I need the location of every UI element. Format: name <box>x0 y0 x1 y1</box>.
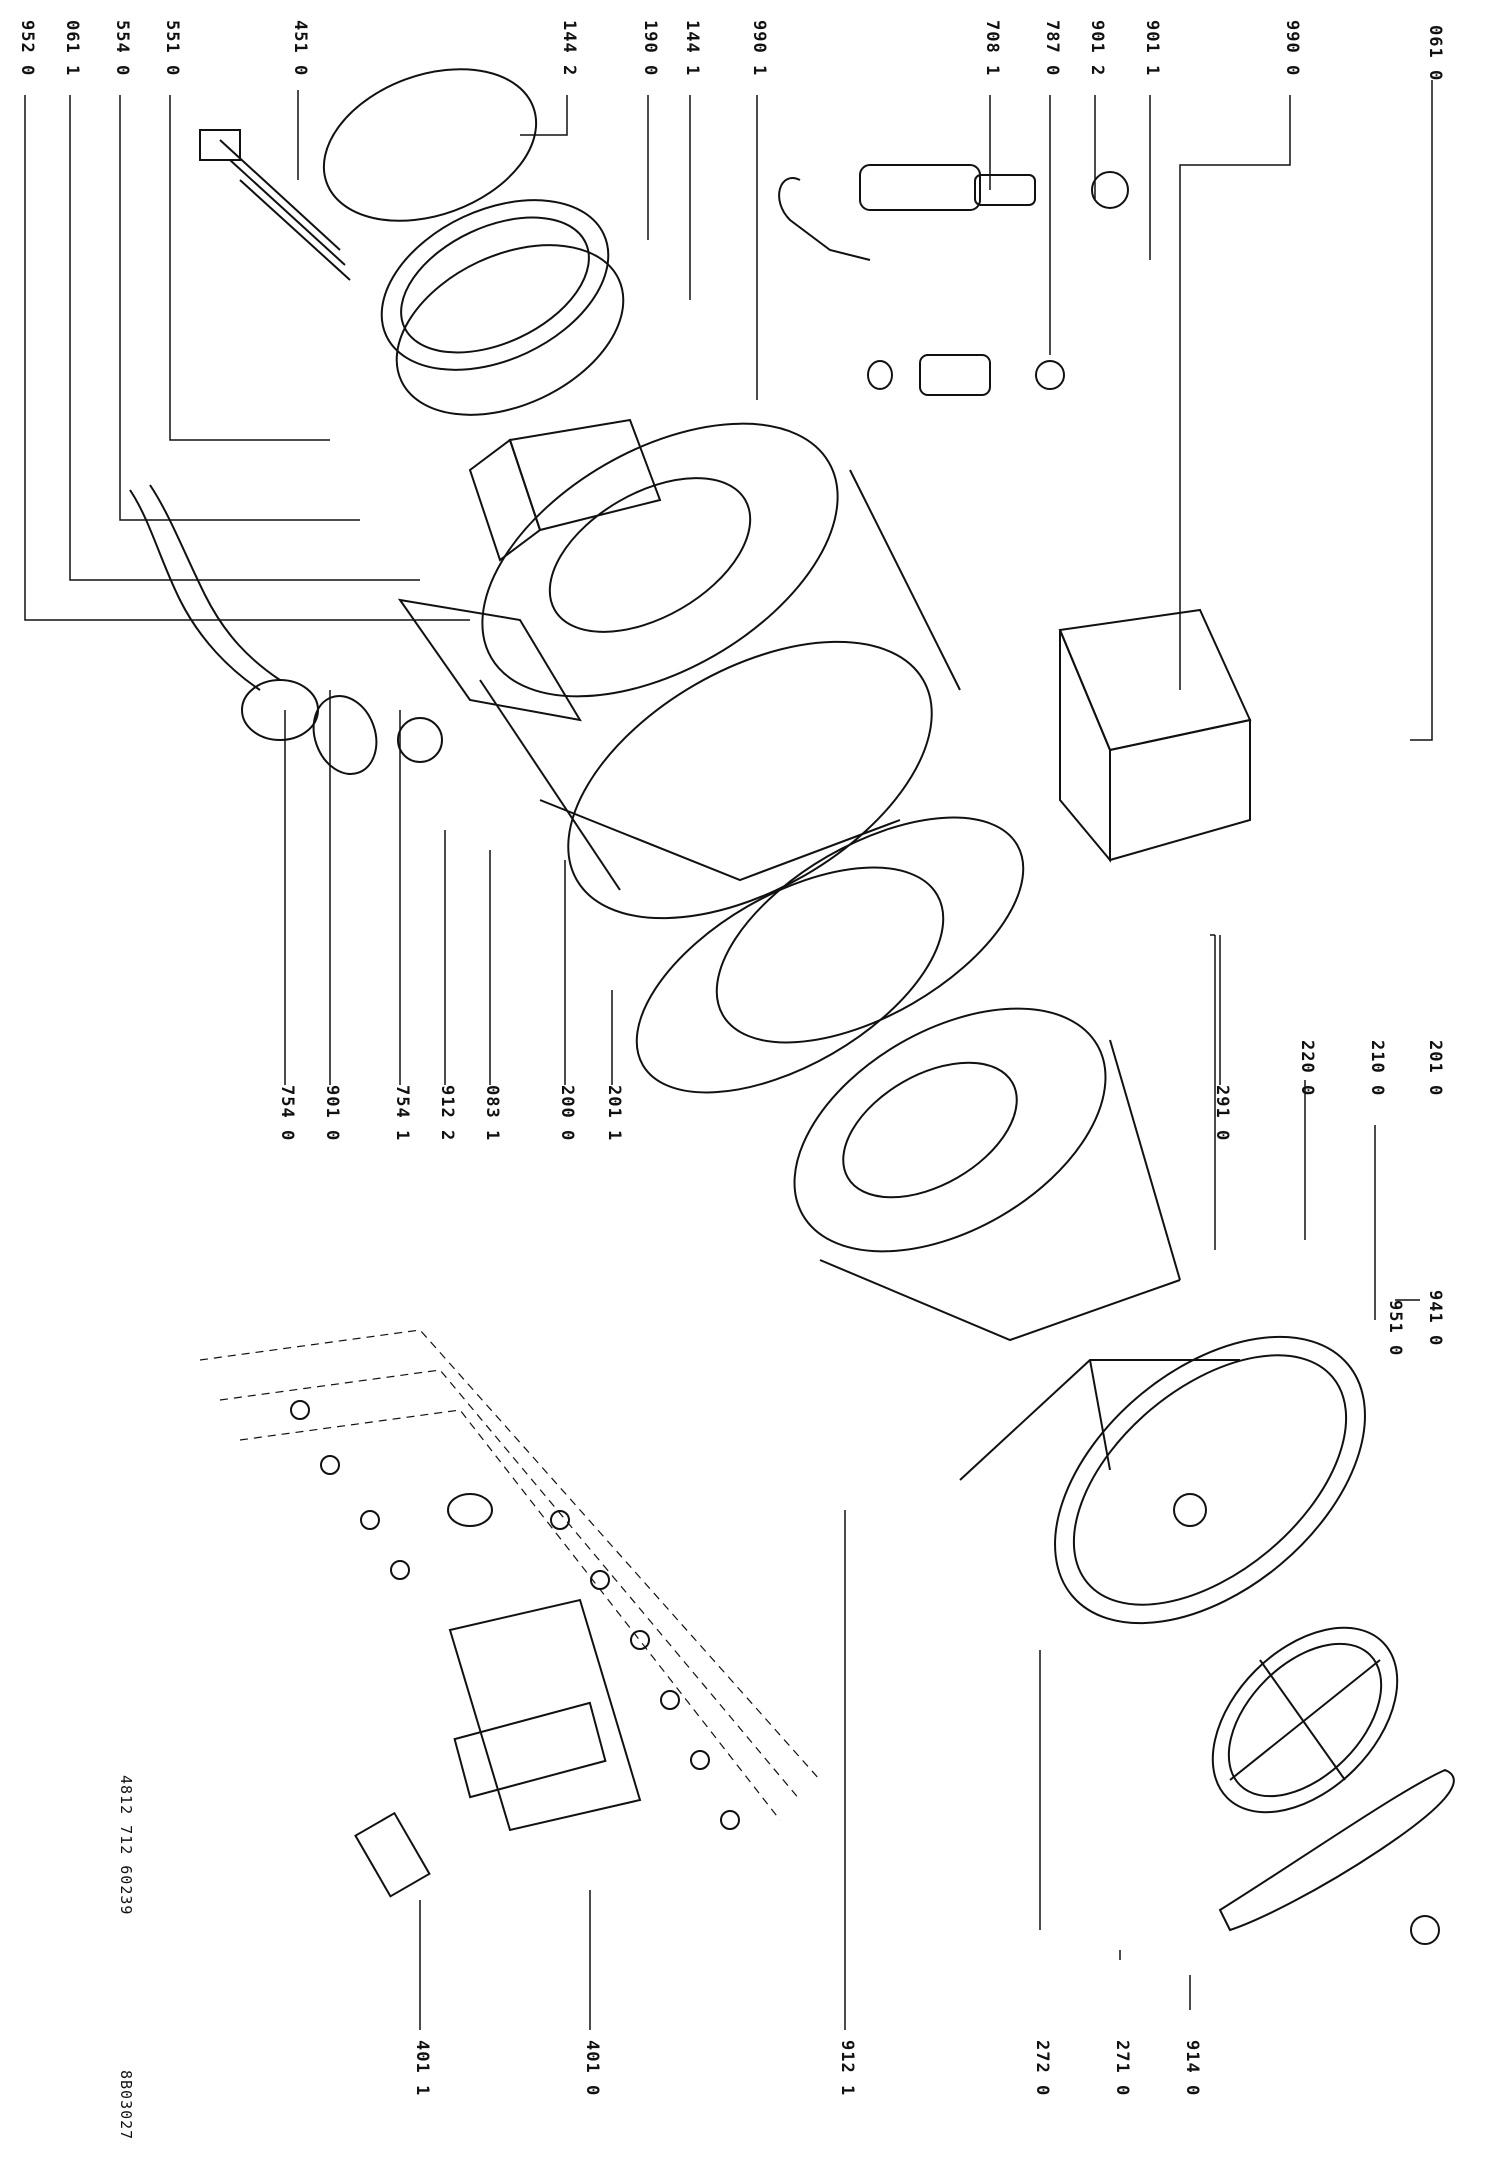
label-401-1: 401 1 <box>412 2040 432 2097</box>
tub-mount-bracket <box>397 598 582 722</box>
drain-ball <box>397 717 443 763</box>
leader-lines <box>24 80 1433 2030</box>
label-754-0: 754 0 <box>277 1085 297 1142</box>
tub-front-ring <box>380 199 625 416</box>
label-952-0: 952 0 <box>17 20 37 77</box>
motor-assembly <box>290 1400 740 1832</box>
drain-hose <box>129 484 319 741</box>
label-144-2: 144 2 <box>559 20 579 77</box>
label-787-0: 787 0 <box>1042 20 1062 77</box>
label-901-2: 901 2 <box>1087 20 1107 77</box>
label-754-1: 754 1 <box>392 1085 412 1142</box>
label-708-1: 708 1 <box>982 20 1002 77</box>
label-901-1: 901 1 <box>1142 20 1162 77</box>
rear-tub <box>1054 1335 1366 1625</box>
sheet-code: 8B03027 <box>117 2070 135 2141</box>
motor-pulley <box>1410 1915 1440 1945</box>
label-901-0: 901 0 <box>322 1085 342 1142</box>
label-201-0: 201 0 <box>1425 1040 1445 1097</box>
drawing-number: 4812 712 60239 <box>117 1775 135 1916</box>
label-083-1: 083 1 <box>482 1085 502 1142</box>
door-seal-lid <box>322 68 538 222</box>
hose-clamp <box>312 695 378 775</box>
label-201-1: 201 1 <box>604 1085 624 1142</box>
label-912-2: 912 2 <box>437 1085 457 1142</box>
bracket <box>468 418 662 562</box>
label-210-0: 210 0 <box>1367 1040 1387 1097</box>
label-951-0: 951 0 <box>1385 1300 1405 1357</box>
label-914-0: 914 0 <box>1182 2040 1202 2097</box>
label-190-0: 190 0 <box>640 20 660 77</box>
drum-pulley <box>1211 1626 1399 1814</box>
outer-tub <box>479 422 961 920</box>
label-220-0: 220 0 <box>1297 1040 1317 1097</box>
label-272-0: 272 0 <box>1032 2040 1052 2097</box>
label-200-0: 200 0 <box>557 1085 577 1142</box>
label-554-0: 554 0 <box>112 20 132 77</box>
tub-clamp-ring <box>715 816 1025 1044</box>
label-912-1: 912 1 <box>837 2040 857 2097</box>
label-061-1: 061 1 <box>62 20 82 77</box>
label-061-0: 061 0 <box>1425 25 1445 82</box>
heater-element <box>199 129 351 281</box>
motor-dashed-frame <box>199 1329 821 1821</box>
label-941-0: 941 0 <box>1425 1290 1445 1347</box>
valve-assembly <box>867 354 1065 396</box>
motor-terminal <box>354 1811 431 1898</box>
label-291-0: 291 0 <box>1212 1085 1232 1142</box>
drum <box>793 1007 1181 1342</box>
label-990-1: 990 1 <box>749 20 769 77</box>
label-451-0: 451 0 <box>290 20 310 77</box>
label-271-0: 271 0 <box>1112 2040 1132 2097</box>
drive-belt <box>1218 1768 1455 1932</box>
label-990-0: 990 0 <box>1282 20 1302 77</box>
inlet-hose <box>778 164 1129 261</box>
counterweight-block <box>1058 608 1252 863</box>
drum-spider <box>959 1359 1240 1481</box>
label-144-1: 144 1 <box>682 20 702 77</box>
tub-seal-ring <box>635 866 945 1094</box>
label-551-0: 551 0 <box>162 20 182 77</box>
label-401-0: 401 0 <box>582 2040 602 2097</box>
